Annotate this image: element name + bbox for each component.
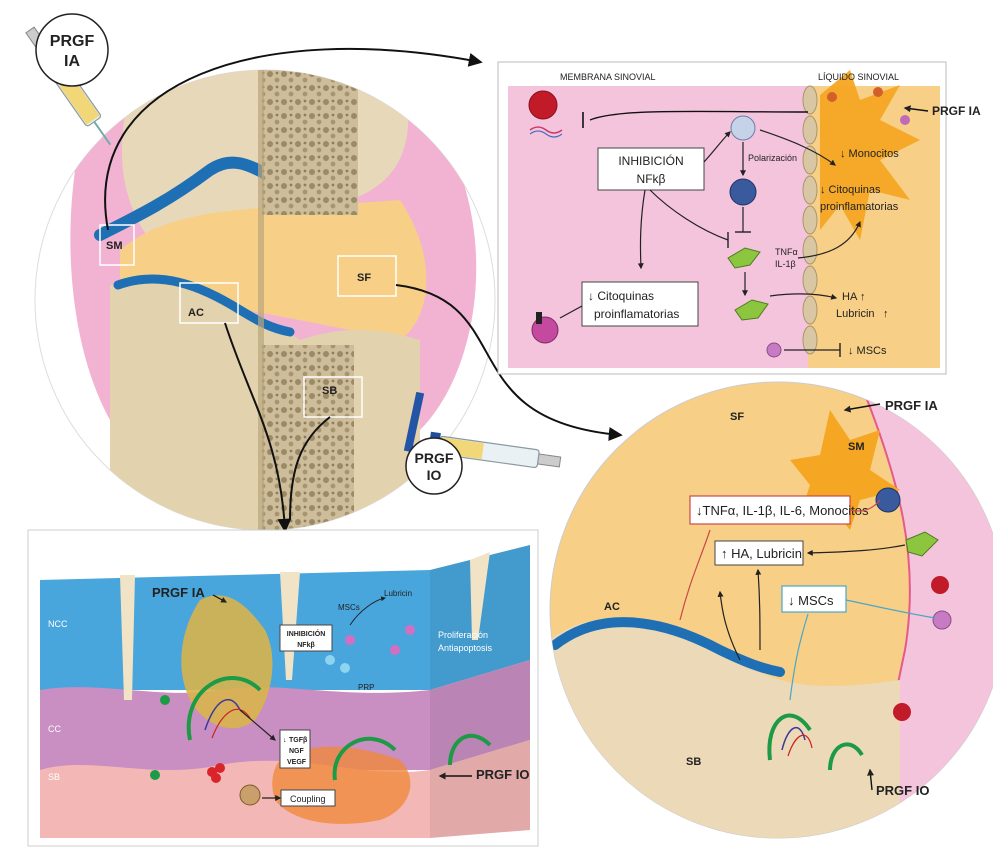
cart-lubricin: Lubricin xyxy=(384,589,412,598)
label-sf: SF xyxy=(357,272,371,284)
chondrocyte-icon xyxy=(532,317,558,343)
prgf-ia-syringe: PRGF IA xyxy=(23,14,118,150)
ha-arrow: ↑ xyxy=(860,291,866,303)
zoom-circle-panel: SF PRGF IA SM ↓TNFα, IL-1β, IL-6, Monoci… xyxy=(550,382,993,850)
cart-growth-arrow: ↓ xyxy=(283,737,287,744)
prgf-io-label-line2: IO xyxy=(427,467,442,483)
cart-vegf: VEGF xyxy=(287,759,307,766)
zoom-prgf-io: PRGF IO xyxy=(876,783,929,798)
prgf-ia-label-line2: IA xyxy=(64,53,80,70)
cart-nfkb-line2: NFkβ xyxy=(297,642,315,649)
macrophage-cell xyxy=(730,179,756,205)
zoom-cyto-text: ↓TNFα, IL-1β, IL-6, Monocitos xyxy=(696,503,869,518)
zoom-sm: SM xyxy=(848,441,865,453)
cart-prolif-line1: Proliferación xyxy=(438,630,488,640)
zoom-mscs-text: ↓ MSCs xyxy=(788,593,834,608)
monocyte-cell xyxy=(731,116,755,140)
cart-coupling: Coupling xyxy=(290,794,326,804)
polarization: Polarización xyxy=(748,153,797,163)
ha-label: HA xyxy=(842,291,858,303)
tnf-label: TNFα xyxy=(775,247,798,257)
cart-prolif-line2: Antiapoptosis xyxy=(438,643,493,653)
cart-tgf: TGFβ xyxy=(289,737,308,744)
nfkb-line2: NFkβ xyxy=(637,172,666,186)
msc-cell xyxy=(767,343,781,357)
header-fluid: LÍQUIDO SINOVIAL xyxy=(818,72,899,82)
zoom-msc xyxy=(933,611,951,629)
cartilage-panel: PRGF IA NCC CC SB MSCs Lubricin INHIBICI… xyxy=(28,530,538,846)
label-ac: AC xyxy=(188,307,204,319)
prgf-io-label-line1: PRGF xyxy=(415,450,454,466)
cart-ngf: NGF xyxy=(289,748,305,755)
cart-nfkb-line1: INHIBICIÓN xyxy=(287,629,326,638)
nfkb-line1: INHIBICIÓN xyxy=(618,153,683,168)
cart-prgf-io: PRGF IO xyxy=(476,767,529,782)
lubricin-arrow: ↑ xyxy=(883,308,889,320)
bone-cell-icon xyxy=(240,785,260,805)
cyto-box-line2: proinflamatorias xyxy=(594,307,679,321)
zoom-prgf-ia: PRGF IA xyxy=(885,398,938,413)
cyto-fluid-line2: proinflamatorias xyxy=(820,201,899,213)
zoom-rbc-1 xyxy=(931,576,949,594)
label-sm: SM xyxy=(106,240,123,252)
red-blood-cell xyxy=(529,91,557,119)
zoom-ha-text: ↑ HA, Lubricin xyxy=(721,546,802,561)
cyto-box-line1: ↓ Citoquinas xyxy=(588,289,654,303)
cart-cc: CC xyxy=(48,724,61,734)
cyto-fluid-line1: ↓ Citoquinas xyxy=(820,184,881,196)
synovial-panel: MEMBRANA SINOVIAL LÍQUIDO SINOVIAL PRGF … xyxy=(498,62,981,374)
upper-spongy-bone xyxy=(262,60,358,215)
prgf-ia-label-line1: PRGF xyxy=(50,33,95,50)
zoom-rbc-2 xyxy=(893,703,911,721)
cart-ncc: NCC xyxy=(48,619,68,629)
zoom-sb: SB xyxy=(686,756,701,768)
lubricin-label: Lubricin xyxy=(836,308,875,320)
synovial-cell-column xyxy=(803,86,817,354)
cart-prgf-ia: PRGF IA xyxy=(152,585,205,600)
zoom-ac: AC xyxy=(604,601,620,613)
zoom-sf: SF xyxy=(730,411,744,423)
header-membrane: MEMBRANA SINOVIAL xyxy=(560,72,656,82)
synovial-prgf-ia: PRGF IA xyxy=(932,104,981,118)
cart-sb: SB xyxy=(48,772,60,782)
mscs-label: ↓ MSCs xyxy=(848,345,887,357)
lower-spongy-bone xyxy=(262,345,354,545)
monocytes-label: ↓ Monocitos xyxy=(840,148,899,160)
cart-mscs: MSCs xyxy=(338,603,360,612)
cart-prp: PRP xyxy=(358,683,374,692)
il1-label: IL-1β xyxy=(775,259,796,269)
label-sb: SB xyxy=(322,385,337,397)
